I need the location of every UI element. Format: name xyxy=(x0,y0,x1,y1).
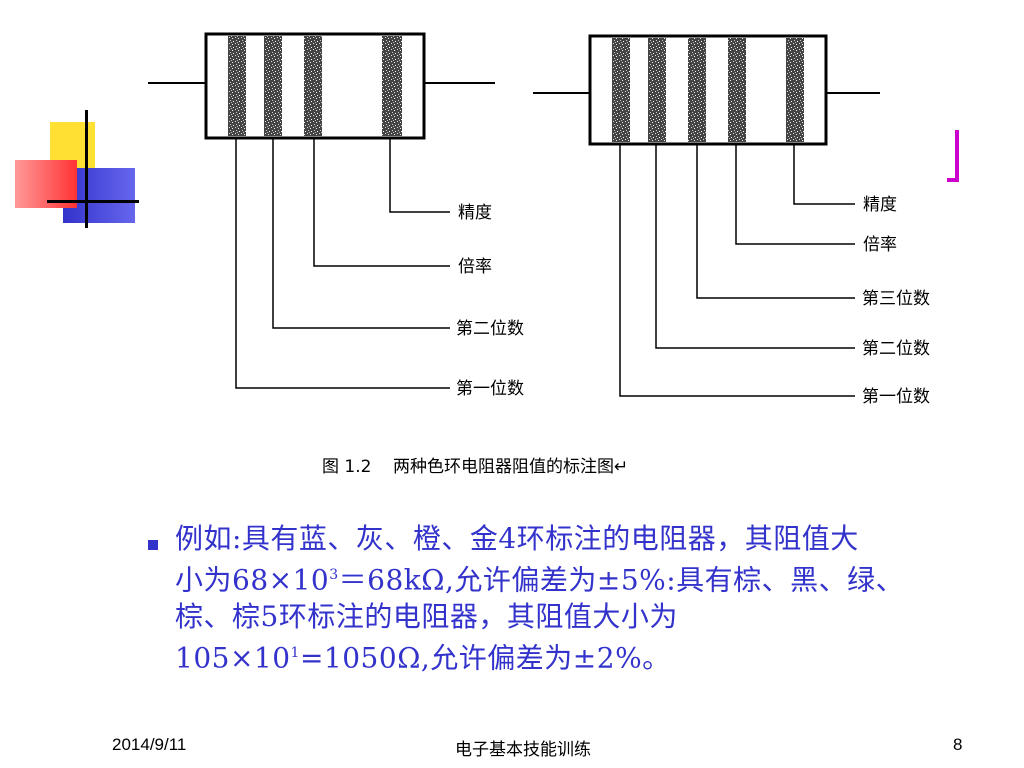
footer-date: 2014/9/11 xyxy=(112,735,187,754)
label-third-digit: 第三位数 xyxy=(862,289,930,309)
leader-first xyxy=(235,138,450,389)
leader-tolerance xyxy=(389,138,450,213)
label-multiplier: 倍率 xyxy=(863,235,897,255)
label-multiplier: 倍率 xyxy=(458,257,492,277)
label-second-digit: 第二位数 xyxy=(862,339,930,359)
resistor-diagram: 精度 倍率 第二位数 第一位数 精度 倍率 第三位数 第二位数 第一位数 图 1… xyxy=(148,32,930,477)
band-second-digit xyxy=(648,38,666,142)
band-tolerance xyxy=(786,38,804,142)
band-third-digit xyxy=(688,38,706,142)
label-second-digit: 第二位数 xyxy=(456,319,524,339)
footer-title: 电子基本技能训练 xyxy=(455,740,591,759)
five-band-resistor: 精度 倍率 第三位数 第二位数 第一位数 xyxy=(533,34,930,407)
leader-tolerance xyxy=(793,144,855,205)
label-first-digit: 第一位数 xyxy=(456,379,524,399)
footer-page-number: 8 xyxy=(953,735,963,754)
label-tolerance: 精度 xyxy=(458,203,492,223)
band-multiplier xyxy=(728,38,746,142)
title-fragment xyxy=(947,130,967,185)
paragraph-line: 例如:具有蓝、灰、橙、金4环标注的电阻器，其阻值大 xyxy=(175,522,859,555)
example-paragraph: 例如:具有蓝、灰、橙、金4环标注的电阻器，其阻值大 小为68×103＝68kΩ,… xyxy=(175,520,1015,677)
band-first-digit xyxy=(612,38,630,142)
band-first-digit xyxy=(228,36,246,136)
band-tolerance xyxy=(382,36,402,136)
label-tolerance: 精度 xyxy=(863,195,897,215)
deco-vertical-line xyxy=(85,110,88,228)
leader-third xyxy=(696,144,855,299)
paragraph-line: 棕、棕5环标注的电阻器，其阻值大小为 xyxy=(175,600,678,634)
deco-horizontal-line xyxy=(47,200,139,203)
bullet-marker xyxy=(148,540,158,550)
band-second-digit xyxy=(264,36,282,136)
label-first-digit: 第一位数 xyxy=(862,387,930,407)
leader-second xyxy=(655,144,855,349)
leader-multiplier xyxy=(735,144,855,245)
leader-first xyxy=(619,144,855,397)
figure-caption: 图 1.2 两种色环电阻器阻值的标注图↵ xyxy=(322,457,628,477)
four-band-resistor: 精度 倍率 第二位数 第一位数 xyxy=(148,32,524,399)
leader-second xyxy=(272,138,450,329)
paragraph-line: 105×101=1050Ω,允许偏差为±2%。 xyxy=(175,641,671,675)
leader-multiplier xyxy=(313,138,450,267)
band-multiplier xyxy=(304,36,322,136)
paragraph-line: 小为68×103＝68kΩ,允许偏差为±5%:具有棕、黑、绿、 xyxy=(175,563,905,597)
deco-logo xyxy=(15,110,140,230)
